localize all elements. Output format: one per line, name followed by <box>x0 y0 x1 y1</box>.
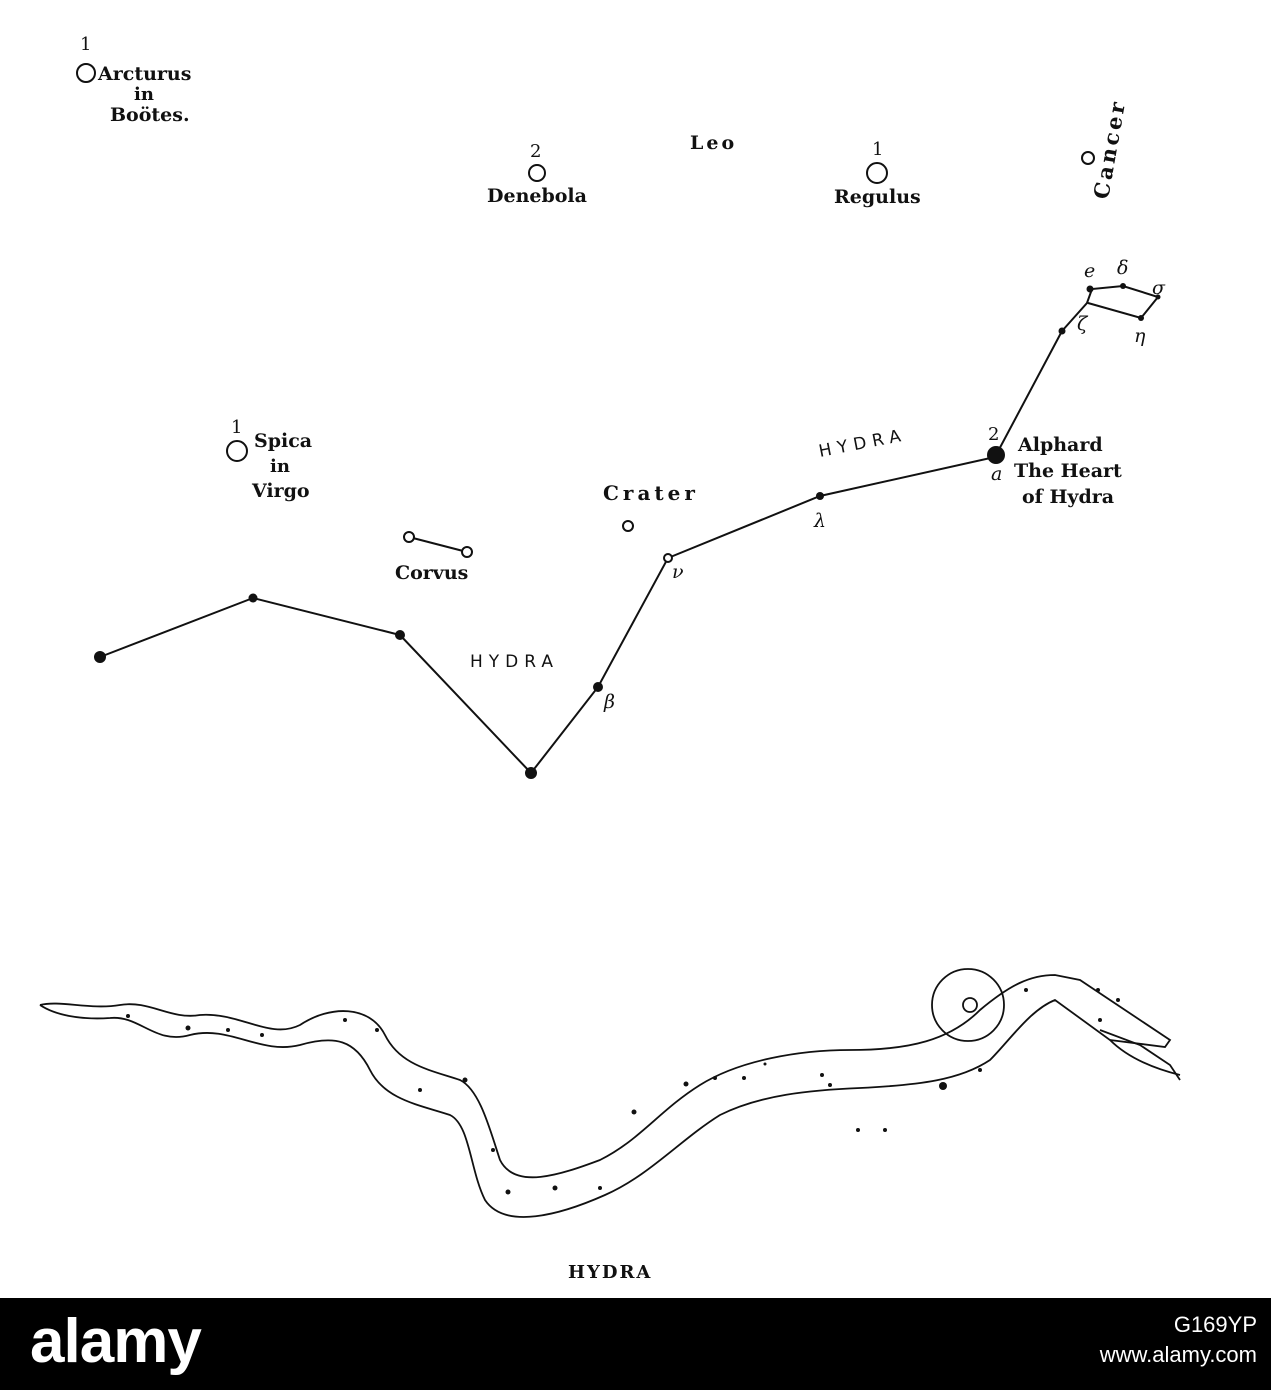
regulus-magnitude: 1 <box>872 139 883 160</box>
corvus-label: Corvus <box>395 562 468 584</box>
nu-label: ν <box>672 561 684 583</box>
sigma-hydrae-star <box>1155 294 1161 300</box>
spica-magnitude: 1 <box>231 417 242 438</box>
sigma-label: σ <box>1152 277 1166 299</box>
beta-label: β <box>603 691 615 713</box>
spica-star <box>226 440 248 462</box>
hydra-outline <box>99 330 1063 775</box>
cancer-star <box>1081 151 1095 165</box>
denebola-label: Denebola <box>487 185 587 207</box>
hydra-tail-star <box>94 651 106 663</box>
denebola-magnitude: 2 <box>530 141 541 162</box>
epsilon-label: e <box>1084 260 1095 282</box>
hydra-star <box>395 630 405 640</box>
corvus-line <box>408 536 468 553</box>
zeta-label: ζ <box>1077 313 1089 335</box>
crater-star <box>622 520 634 532</box>
eta-hydrae-star <box>1138 315 1144 321</box>
alpha-label: a <box>991 463 1002 485</box>
arcturus-in: in <box>134 84 154 105</box>
lambda-hydrae-star <box>816 492 824 500</box>
regulus-label: Regulus <box>834 186 921 208</box>
epsilon-hydrae-star <box>1086 285 1094 293</box>
delta-label: δ <box>1117 257 1128 279</box>
hydra-star <box>248 593 258 603</box>
regulus-star <box>866 162 888 184</box>
denebola-star <box>528 164 546 182</box>
spica-in: in <box>270 456 290 477</box>
star-chart: e δ σ ζ η ν β λ a 1 Arcturus in Boötes. … <box>39 34 1181 1283</box>
nu-hydrae-star <box>663 553 673 563</box>
delta-hydrae-star <box>1120 283 1126 289</box>
corvus-star <box>461 546 473 558</box>
cancer-label: Cancer <box>1088 97 1130 201</box>
alphard-sub1: The Heart <box>1014 460 1122 482</box>
bootes-label: Boötes. <box>110 104 190 126</box>
alphard-label: Alphard <box>1017 434 1103 456</box>
hydra-label-right: HYDRA <box>817 425 908 462</box>
footer-image-info: G169YP www.alamy.com <box>1100 1310 1257 1370</box>
arcturus-label: Arcturus <box>97 63 191 85</box>
hydra-caption: HYDRA <box>568 1262 652 1283</box>
virgo-label: Virgo <box>251 480 310 502</box>
alphard-sub2: of Hydra <box>1022 486 1114 508</box>
stock-footer-bar: alamy G169YP www.alamy.com <box>0 1298 1271 1390</box>
zeta-hydrae-star <box>1058 327 1066 335</box>
eta-label: η <box>1134 325 1146 347</box>
arcturus-magnitude: 1 <box>80 34 91 55</box>
hydra-label-left: HYDRA <box>470 652 559 672</box>
hydra-star <box>525 767 537 779</box>
serpent-stars <box>126 988 1120 1195</box>
alphard-magnitude: 2 <box>988 424 999 445</box>
alamy-wordmark: alamy <box>30 1307 202 1376</box>
lambda-label: λ <box>813 510 826 532</box>
corvus-star <box>403 531 415 543</box>
image-id: G169YP <box>1173 1312 1257 1337</box>
leo-label: Leo <box>690 132 737 154</box>
site-url: www.alamy.com <box>1099 1342 1257 1367</box>
beta-hydrae-star <box>593 682 603 692</box>
spica-label: Spica <box>254 430 312 452</box>
arcturus-star <box>76 63 96 83</box>
crater-label: Crater <box>603 481 699 505</box>
alphard-star <box>987 446 1005 464</box>
hydra-serpent-illustration <box>39 968 1181 1218</box>
